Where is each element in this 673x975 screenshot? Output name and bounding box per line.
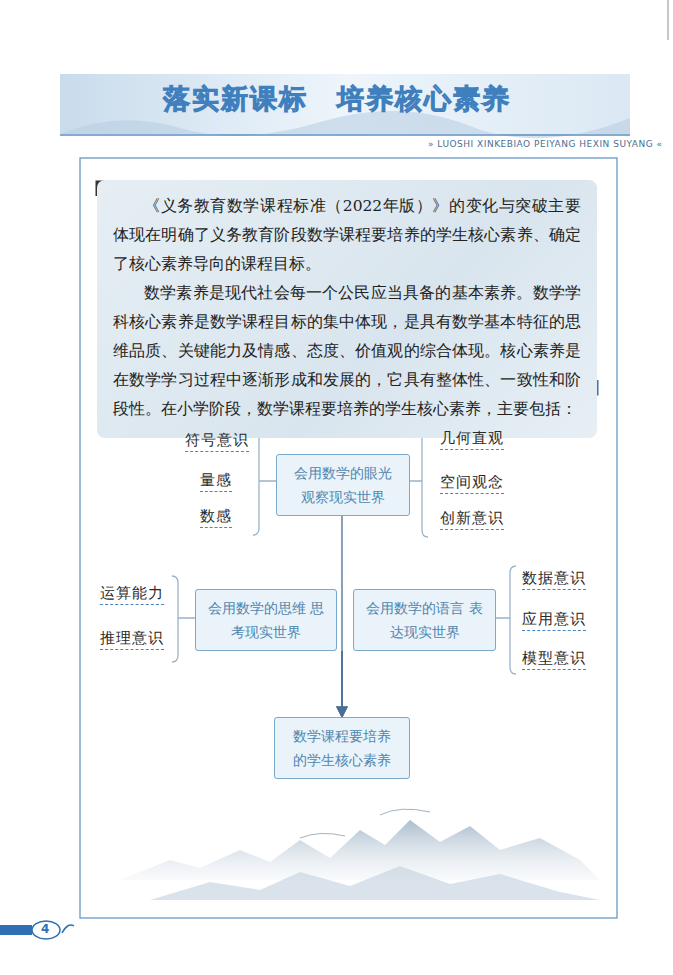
- bracket: [496, 566, 516, 674]
- competency-term: 创新意识: [440, 509, 504, 530]
- connector-line: [341, 651, 342, 717]
- mountain-range: [150, 866, 600, 900]
- box-text: 会用数学的思维 思考现实世界: [206, 596, 326, 644]
- bracket: [172, 576, 195, 662]
- competency-term: 符号意识: [185, 431, 249, 452]
- competency-term: 空间观念: [440, 473, 504, 494]
- page-title: 落实新课标 培养核心素养: [0, 81, 673, 117]
- competency-term: 推理意识: [100, 629, 164, 650]
- competency-term: 模型意识: [522, 649, 586, 670]
- competency-term: 量感: [200, 471, 232, 492]
- competency-term: 运算能力: [100, 584, 164, 605]
- competency-term: 数据意识: [522, 569, 586, 590]
- page-edge: [667, 0, 669, 40]
- cloud-line: [300, 809, 430, 838]
- bracket: [253, 430, 276, 535]
- mountain-range: [120, 820, 600, 880]
- page-number-badge: [32, 921, 60, 939]
- competency-term: 数感: [200, 507, 232, 528]
- process-box: 会用数学的语言 表达现实世界: [353, 589, 496, 651]
- process-box: 会用数学的思维 思考现实世界: [195, 589, 337, 651]
- page-tab: [0, 925, 32, 935]
- result-box: 数学课程要培养 的学生核心素养: [274, 717, 410, 779]
- intro-paragraph: 《义务教育数学课程标准（2022年版）》的变化与突破主要体现在明确了义务教育阶段…: [113, 192, 581, 279]
- process-box: 会用数学的眼光 观察现实世界: [276, 454, 410, 516]
- connector-line: [341, 516, 342, 717]
- subtitle: » LUOSHI XINKEBIAO PEIYANG HEXIN SUYANG …: [428, 139, 663, 149]
- header-rule: [60, 134, 630, 136]
- banner-cloud: [60, 111, 630, 138]
- box-text: 会用数学的眼光 观察现实世界: [287, 461, 399, 509]
- intro-panel: 《义务教育数学课程标准（2022年版）》的变化与突破主要体现在明确了义务教育阶段…: [97, 180, 597, 438]
- bracket: [410, 428, 428, 537]
- box-text: 数学课程要培养 的学生核心素养: [285, 724, 399, 772]
- intro-paragraph: 数学素养是现代社会每一个公民应当具备的基本素养。数学学科核心素养是数学课程目标的…: [113, 279, 581, 424]
- connector-line: [341, 651, 342, 717]
- page-number: 4: [41, 922, 49, 936]
- competency-term: 应用意识: [522, 610, 586, 631]
- content-frame: [80, 158, 617, 918]
- leaf-mark: [62, 925, 74, 933]
- box-text: 会用数学的语言 表达现实世界: [364, 596, 485, 644]
- competency-term: 几何直观: [440, 429, 504, 450]
